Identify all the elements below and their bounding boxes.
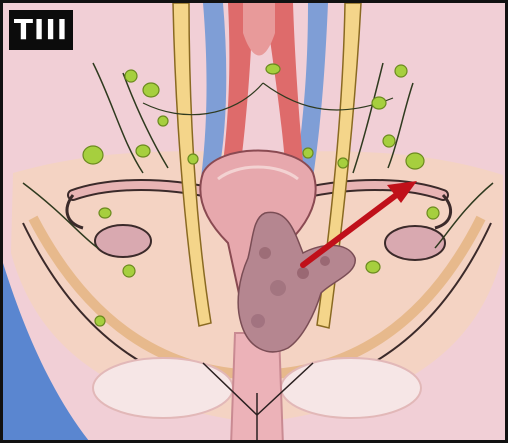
stage-label: TIII <box>9 10 73 50</box>
pubic-bone-left <box>93 358 233 418</box>
ovary-left <box>95 225 151 257</box>
pelvic-anatomy-illustration <box>3 3 508 443</box>
pubic-bone-right <box>281 358 421 418</box>
ovary-right <box>385 226 445 260</box>
